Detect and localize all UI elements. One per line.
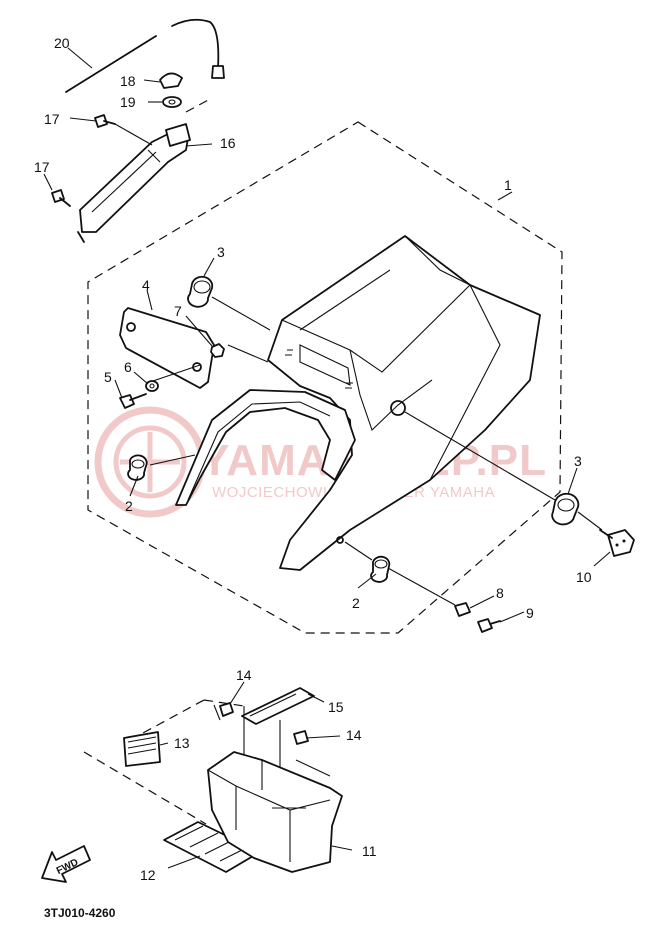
label-part-3-right: 3 — [574, 453, 582, 469]
strap-15 — [241, 687, 315, 725]
bolt-17-left — [51, 189, 71, 207]
label-part-7: 7 — [174, 303, 182, 319]
label-part-19: 19 — [120, 94, 136, 110]
damper-3-right — [551, 492, 580, 526]
seat-cowling — [175, 235, 541, 571]
label-part-3-top: 3 — [217, 244, 225, 260]
label-part-12: 12 — [140, 867, 156, 883]
label-part-10: 10 — [576, 569, 592, 585]
rod-20 — [65, 35, 157, 93]
knob-10 — [599, 529, 635, 557]
label-part-18: 18 — [120, 73, 136, 89]
label-part-11: 11 — [362, 843, 377, 859]
label-part-5: 5 — [104, 369, 112, 385]
label-part-14-top: 14 — [236, 667, 252, 683]
bolt-5 — [119, 393, 147, 409]
collar-8 — [454, 602, 471, 617]
washer-19 — [162, 96, 182, 108]
grommet-2-left — [127, 454, 148, 481]
label-part-16: 16 — [220, 135, 236, 151]
label-part-1: 1 — [504, 177, 512, 193]
cap-18 — [159, 72, 183, 89]
label-part-6: 6 — [124, 359, 132, 375]
callout-leaders — [43, 47, 611, 869]
label-part-9: 9 — [526, 605, 534, 621]
label-part-8: 8 — [496, 585, 504, 601]
bracket-16 — [77, 123, 191, 243]
bolt-14-right — [293, 730, 309, 745]
label-part-20: 20 — [54, 35, 70, 51]
nut-7 — [210, 343, 225, 358]
label-part-15: 15 — [328, 699, 344, 715]
diagram-code: 3TJ010-4260 — [44, 906, 116, 920]
bolt-17-top — [94, 114, 116, 128]
battery-area-lines — [83, 699, 245, 825]
label-part-14-right: 14 — [346, 727, 362, 743]
cable — [171, 18, 225, 79]
bolt-9 — [477, 618, 501, 633]
label-part-13: 13 — [174, 735, 190, 751]
bolt-14-top — [219, 702, 234, 717]
callout-labels: 1 2 2 3 3 4 5 6 7 8 9 10 11 12 13 14 14 … — [34, 35, 592, 883]
assembly-boundary — [87, 121, 563, 634]
battery-box-11 — [207, 751, 343, 873]
washer-6 — [145, 380, 159, 392]
fwd-arrow-icon: FWD — [41, 845, 91, 883]
damper-3-top — [187, 275, 214, 308]
pad-13 — [123, 731, 161, 767]
label-part-4: 4 — [142, 277, 150, 293]
label-part-17-top: 17 — [44, 111, 60, 127]
label-part-17-left: 17 — [34, 159, 50, 175]
label-part-2-bottom: 2 — [352, 595, 360, 611]
label-part-2-left: 2 — [125, 498, 133, 514]
grommet-2-bottom — [370, 555, 391, 583]
